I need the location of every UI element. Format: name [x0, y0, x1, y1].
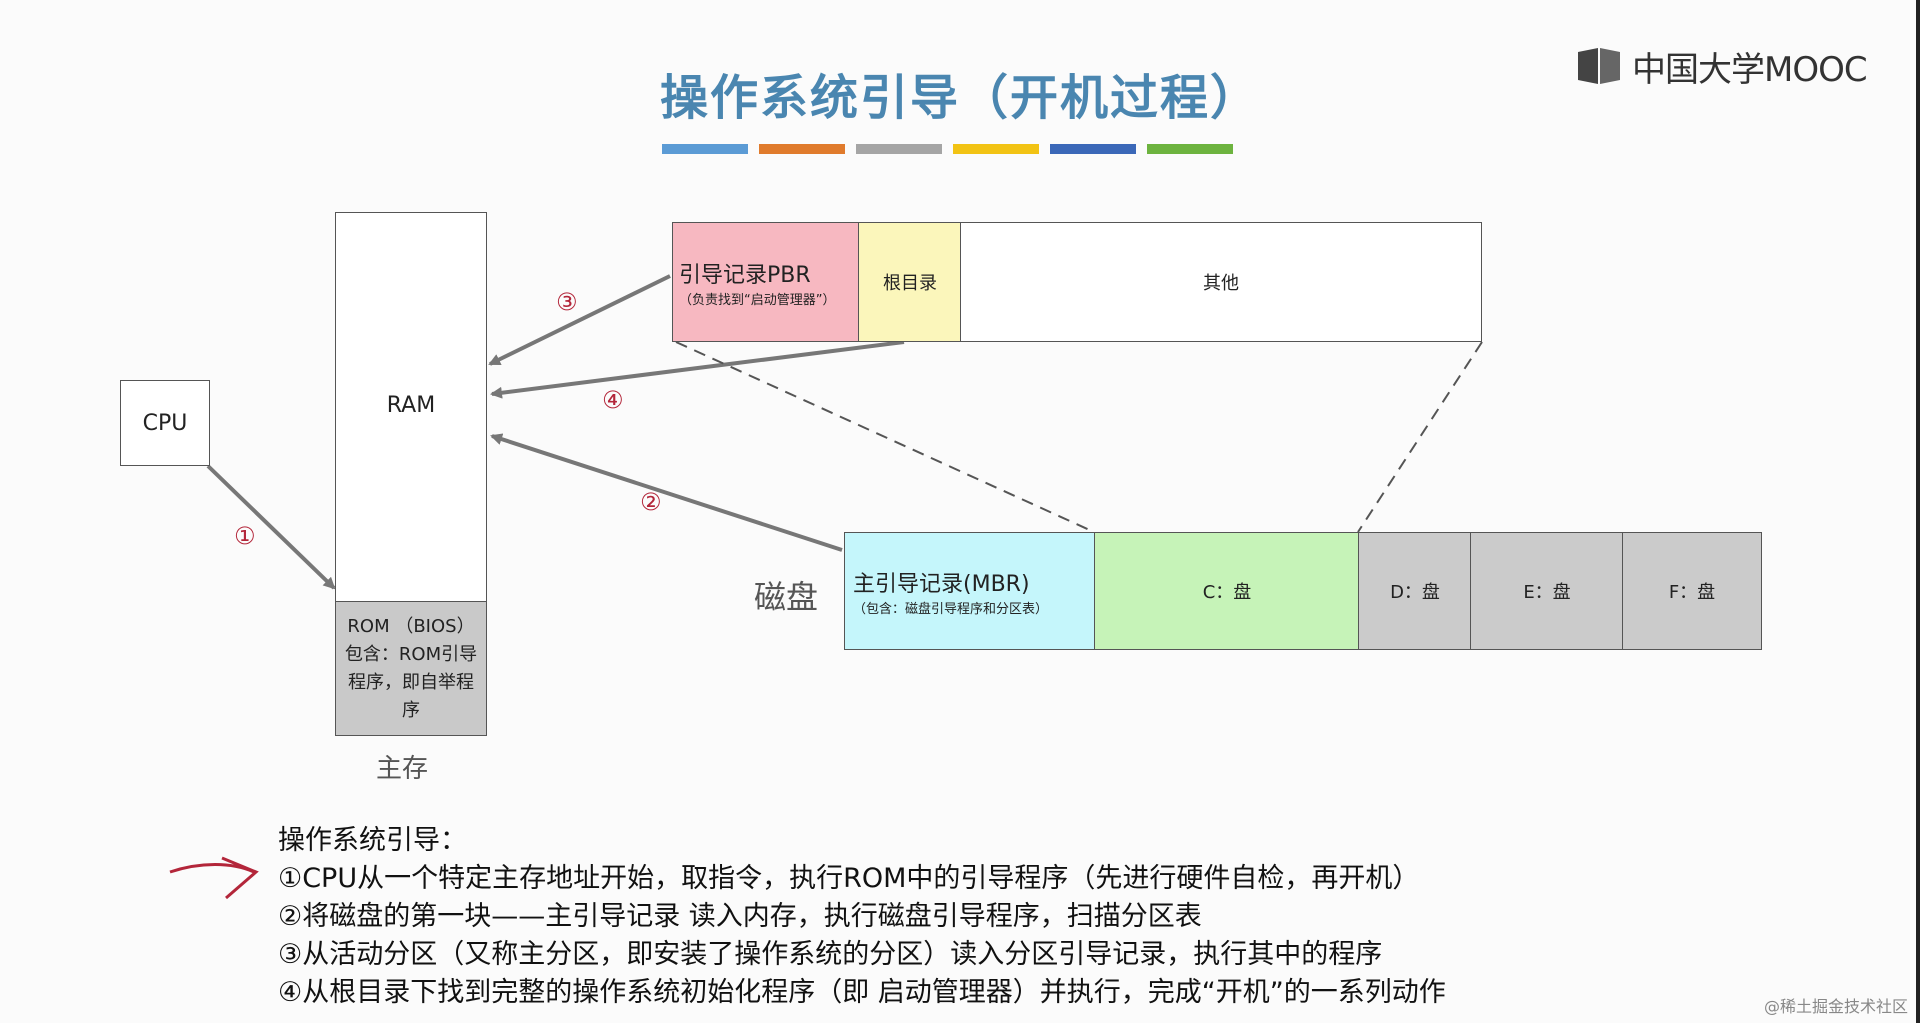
e-drive-label: E：盘 — [1523, 582, 1571, 603]
other-label: 其他 — [1203, 273, 1239, 294]
arrow-step1 — [206, 464, 336, 590]
d-drive-label: D：盘 — [1390, 582, 1440, 603]
color-bar-segment — [662, 144, 748, 154]
hand-drawn-arrow — [169, 856, 259, 900]
pbr-box: 引导记录PBR （负责找到“启动管理器”） — [672, 222, 860, 342]
notes-line: ③从活动分区（又称主分区，即安装了操作系统的分区）读入分区引导记录，执行其中的程… — [278, 939, 1383, 970]
cpu-box: CPU — [120, 380, 210, 466]
mooc-book-icon — [1578, 48, 1620, 84]
f-drive-box: F：盘 — [1622, 532, 1762, 650]
f-drive-label: F：盘 — [1668, 582, 1716, 603]
zoom-line-right — [1357, 341, 1483, 533]
pbr-title: 引导记录PBR — [679, 262, 811, 288]
rom-box: ROM （BIOS）包含：ROM引导程序，即自举程序 — [335, 601, 487, 736]
arrow-step4 — [490, 340, 905, 399]
cpu-label: CPU — [142, 410, 188, 436]
disk-label: 磁盘 — [754, 578, 819, 616]
ram-label: RAM — [386, 393, 436, 418]
arrow-step3 — [488, 274, 671, 366]
c-drive-label: C：盘 — [1202, 582, 1252, 603]
d-drive-box: D：盘 — [1358, 532, 1472, 650]
notes-line: ④从根目录下找到完整的操作系统初始化程序（即 启动管理器）并执行，完成“开机”的… — [278, 977, 1446, 1008]
step1-marker: ① — [234, 522, 256, 550]
mooc-logo: 中国大学MOOC — [1576, 44, 1868, 90]
zoom-line-left — [675, 341, 1095, 533]
e-drive-box: E：盘 — [1470, 532, 1624, 650]
rom-label: ROM （BIOS）包含：ROM引导程序，即自举程序 — [344, 615, 478, 721]
color-bar-segment — [759, 144, 845, 154]
pbr-note: （负责找到“启动管理器”） — [679, 292, 836, 308]
mbr-title: 主引导记录(MBR) — [853, 571, 1030, 597]
window-edge — [1916, 0, 1920, 1023]
color-bar-segment — [1050, 144, 1136, 154]
notes-line: ①CPU从一个特定主存地址开始，取指令，执行ROM中的引导程序（先进行硬件自检，… — [278, 863, 1420, 894]
other-box: 其他 — [960, 222, 1482, 342]
root-dir-box: 根目录 — [858, 222, 962, 342]
arrow-step2 — [490, 433, 843, 552]
notes-heading: 操作系统引导： — [278, 825, 467, 856]
watermark: @稀土掘金技术社区 — [1763, 997, 1908, 1016]
logo-text: 中国大学MOOC — [1632, 49, 1868, 90]
c-drive-box: C：盘 — [1094, 532, 1360, 650]
step3-marker: ③ — [556, 288, 578, 316]
boot-notes: 操作系统引导： ①CPU从一个特定主存地址开始，取指令，执行ROM中的引导程序（… — [278, 822, 1446, 1012]
color-bar-segment — [1147, 144, 1233, 154]
root-dir-label: 根目录 — [883, 273, 937, 294]
color-bar-segment — [953, 144, 1039, 154]
slide-title: 操作系统引导（开机过程） — [659, 70, 1260, 126]
ram-box: RAM — [335, 212, 487, 602]
step4-marker: ④ — [602, 386, 624, 414]
notes-line: ②将磁盘的第一块——主引导记录 读入内存，执行磁盘引导程序，扫描分区表 — [278, 901, 1202, 932]
color-bar-segment — [856, 144, 942, 154]
mbr-note: （包含：磁盘引导程序和分区表） — [853, 601, 1049, 617]
main-memory-label: 主存 — [376, 754, 429, 784]
mbr-box: 主引导记录(MBR) （包含：磁盘引导程序和分区表） — [844, 532, 1096, 650]
step2-marker: ② — [640, 488, 662, 516]
color-bar — [662, 144, 1233, 154]
